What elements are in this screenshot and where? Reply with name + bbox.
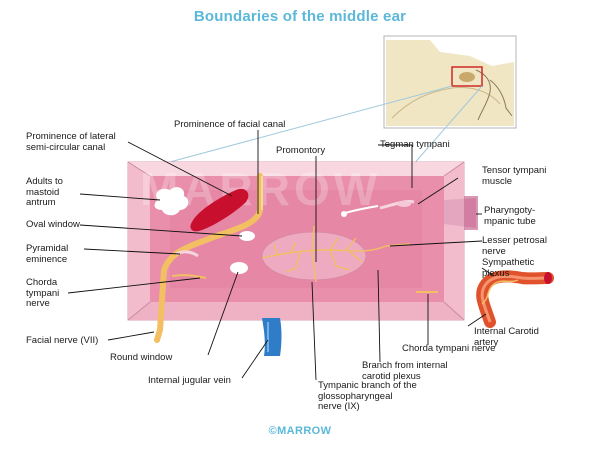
round-window xyxy=(230,262,248,274)
label-promontory: Promontory xyxy=(276,145,326,156)
label-pharyngotympanic-tube: Pharyngoty- mpanic tube xyxy=(484,205,536,227)
label-internal-carotid: Internal Carotid artery xyxy=(474,326,539,348)
footer-brand: ©MARROW xyxy=(268,425,332,437)
oval-window xyxy=(239,231,255,241)
facial-nerve xyxy=(154,173,263,343)
label-chorda-tympani-left: Chorda tympani nerve xyxy=(26,277,60,309)
label-chorda-tympani-right: Chorda tympani nerve xyxy=(402,343,496,354)
label-lesser-petrosal: Lesser petrosal nerve xyxy=(482,235,547,257)
chorda-tympani-left xyxy=(171,274,207,279)
label-branch-internal-carotid: Branch from internal carotid plexus xyxy=(362,360,448,382)
internal-jugular-vein xyxy=(262,318,282,356)
mastoid-antrum-opening xyxy=(154,187,189,216)
label-internal-jugular: Internal jugular vein xyxy=(148,375,231,386)
label-prominence-lateral-canal: Prominence of lateral semi-circular cana… xyxy=(26,131,116,153)
label-tensor-tympani: Tensor tympani muscle xyxy=(482,165,547,187)
label-adults-mastoid: Adults to mastoid antrum xyxy=(26,176,63,208)
label-round-window: Round window xyxy=(110,352,173,363)
label-prominence-facial-canal: Prominence of facial canal xyxy=(174,119,286,130)
label-pyramidal-eminence: Pyramidal eminence xyxy=(26,243,69,265)
lateral-canal-prominence xyxy=(190,188,249,232)
label-facial-nerve: Facial nerve (VII) xyxy=(26,335,99,346)
pyramidal-eminence xyxy=(175,250,199,258)
tympanic-plexus xyxy=(261,225,411,283)
leader-lines xyxy=(67,130,495,381)
label-sympathetic-plexus: Sympathetic plexus xyxy=(482,257,535,279)
internal-carotid-artery xyxy=(476,270,554,328)
label-oval-window: Oval window xyxy=(26,219,80,230)
label-tegmen-tympani: Tegman tympani xyxy=(380,139,450,150)
page-title: Boundaries of the middle ear xyxy=(193,8,407,25)
label-tympanic-branch: Tympanic branch of the glossopharyngeal … xyxy=(318,380,417,412)
skull-inset xyxy=(383,35,517,129)
